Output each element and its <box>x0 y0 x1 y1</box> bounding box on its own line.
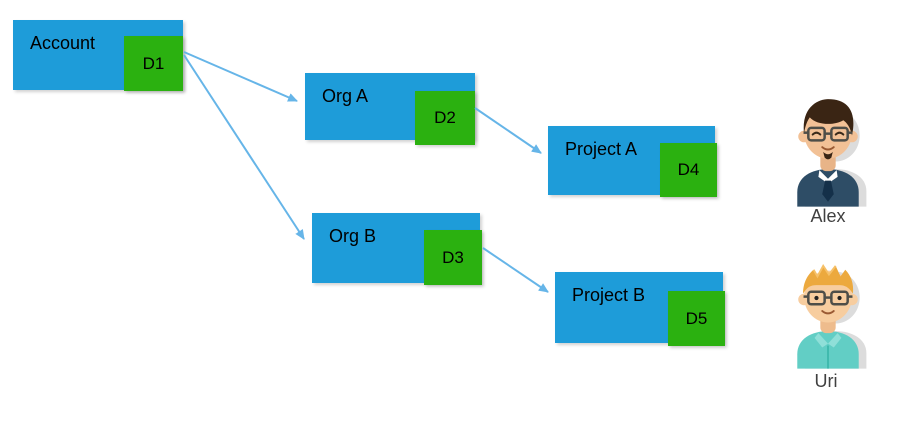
edge-account-to-org-a <box>183 51 298 102</box>
alex-avatar-icon <box>797 99 867 207</box>
node-project-b-label: Project B <box>572 285 646 305</box>
edge-org-a-to-project-a <box>474 107 542 154</box>
node-project-a-label: Project A <box>565 139 638 159</box>
badge-d5: D5 <box>668 291 725 346</box>
badge-d1: D1 <box>124 36 183 91</box>
node-account-label: Account <box>30 33 96 53</box>
uri-avatar-icon <box>797 264 867 369</box>
edge-org-b-to-project-b <box>482 247 549 293</box>
badge-d2: D2 <box>415 91 475 145</box>
uri-name-label: Uri <box>814 371 838 391</box>
node-org-b-label: Org B <box>329 226 377 246</box>
edge-account-to-org-b <box>183 54 305 240</box>
badge-d3: D3 <box>424 230 482 285</box>
alex-name-label: Alex <box>810 206 846 226</box>
badge-d4: D4 <box>660 143 717 197</box>
node-org-a-label: Org A <box>322 86 369 106</box>
